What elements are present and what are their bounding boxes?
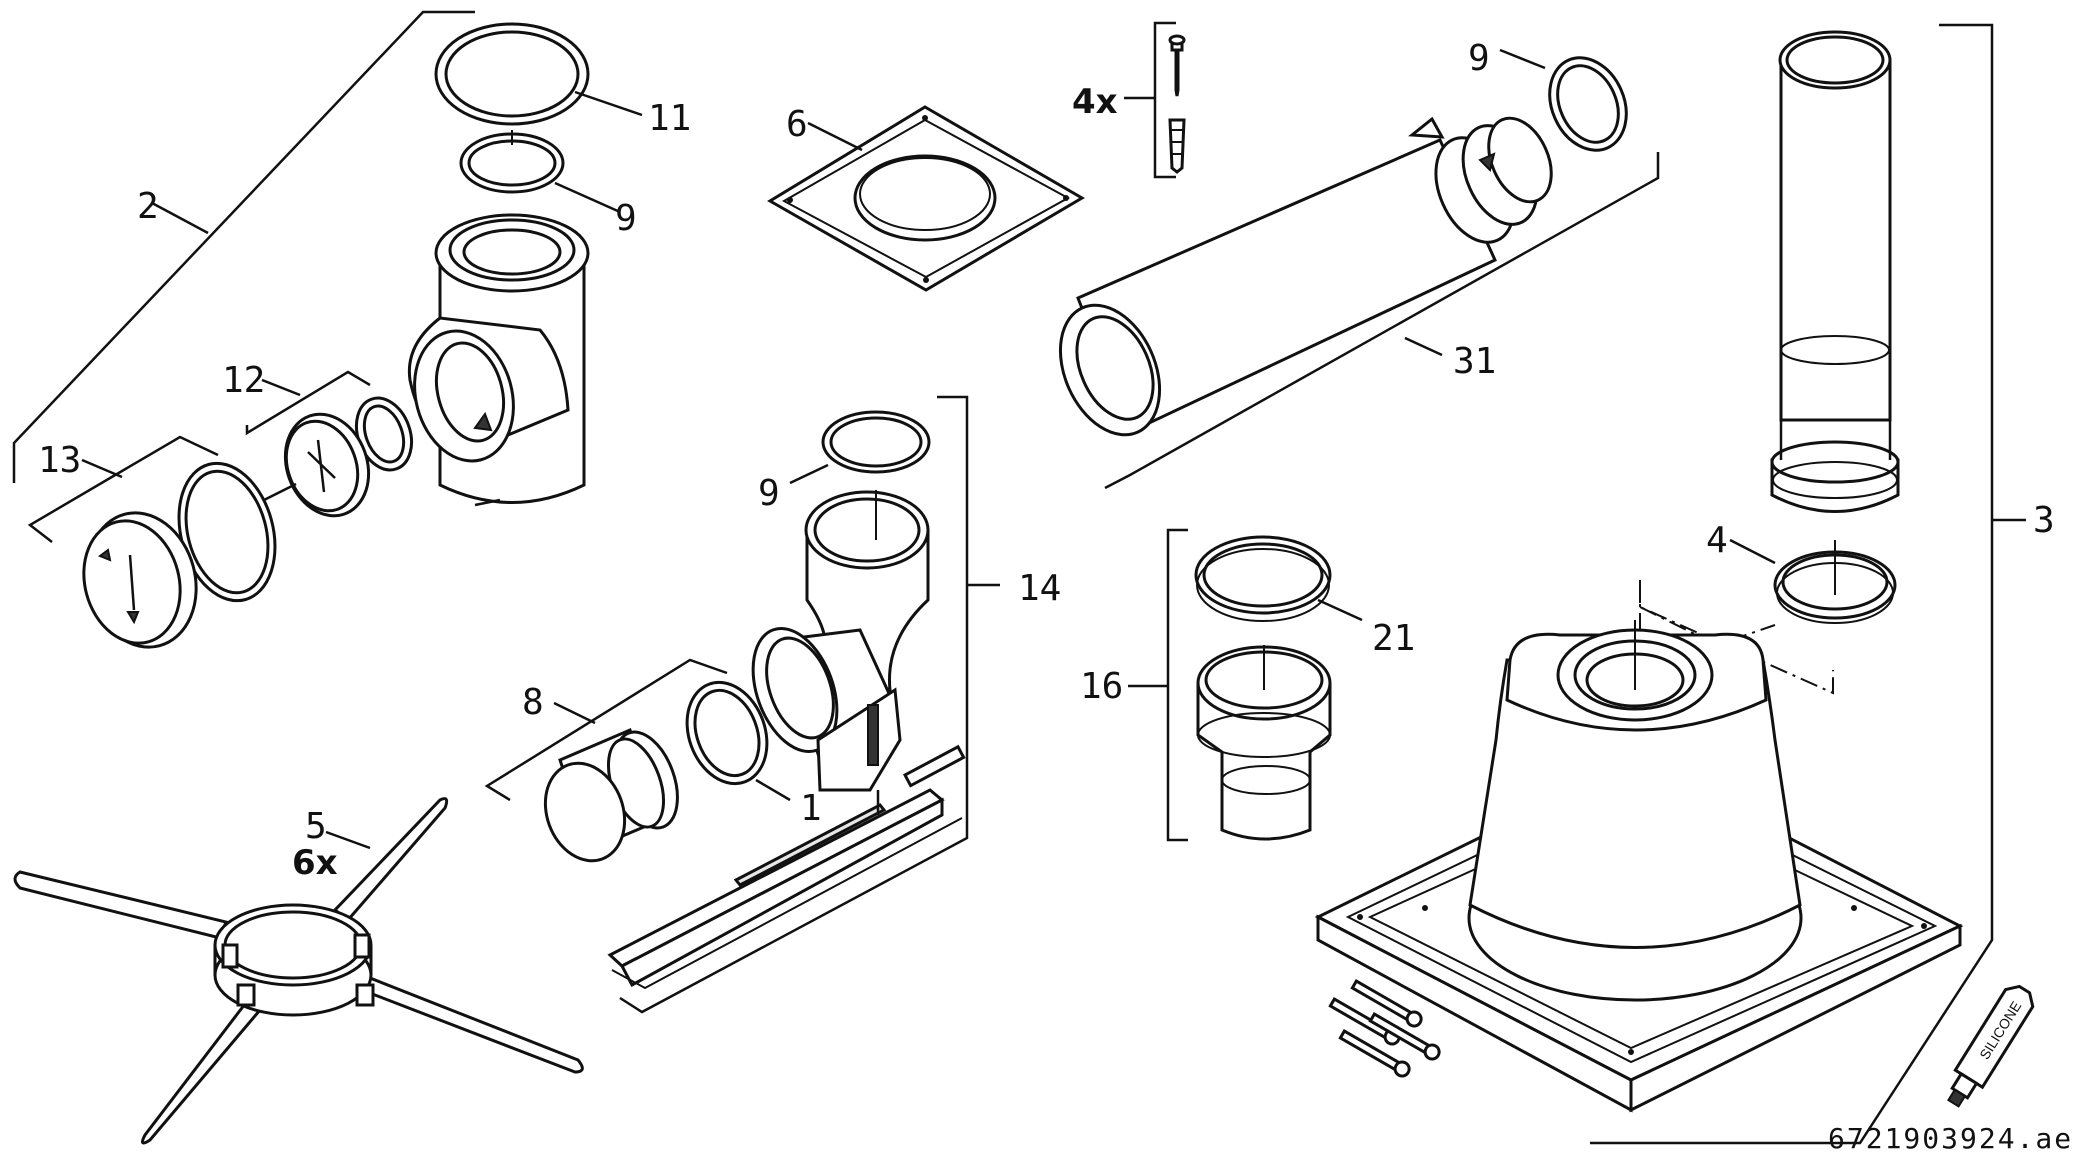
drawing-reference: 6721903924.ae — [1828, 1122, 2073, 1155]
bracket-group-8 — [484, 658, 728, 802]
roof-dome — [1467, 620, 1803, 1002]
label-8: 8 — [522, 682, 544, 723]
label-21: 21 — [1372, 618, 1415, 659]
bracket-group-3 — [1590, 23, 2026, 1145]
silicone-tube: SILICONE — [1947, 984, 2035, 1108]
seal-ring-21 — [1194, 535, 1363, 622]
bracket-group-14 — [619, 395, 1000, 1014]
label-9-right: 9 — [1468, 38, 1490, 79]
mounting-rail — [607, 744, 966, 990]
bracket-group-13 — [27, 435, 219, 543]
label-13: 13 — [38, 440, 81, 481]
label-16: 16 — [1080, 666, 1123, 707]
inspection-cap-12 — [263, 396, 414, 518]
label-3: 3 — [2033, 500, 2055, 541]
label-1: 1 — [800, 788, 822, 829]
seal-ring-9-right — [1499, 48, 1628, 152]
cover-cap-13 — [82, 461, 277, 649]
adapter-16 — [1196, 645, 1332, 841]
seal-ring-11 — [434, 22, 643, 126]
extension-pipe-31 — [1058, 116, 1660, 490]
roof-screws — [1328, 978, 1441, 1078]
elbow-pipe — [751, 490, 930, 792]
plug-8 — [543, 727, 679, 863]
label-9-top: 9 — [615, 198, 637, 239]
bracket-group-12 — [245, 370, 371, 436]
screws-anchors-group — [1124, 21, 1186, 179]
tee-pipe — [407, 213, 590, 507]
label-11: 11 — [648, 98, 691, 139]
label-2: 2 — [137, 186, 159, 227]
label-14: 14 — [1018, 568, 1061, 609]
wall-plate-6 — [767, 105, 1085, 292]
label-9-middle: 9 — [758, 473, 780, 514]
label-31: 31 — [1453, 341, 1496, 382]
qty-screws: 4x — [1072, 82, 1118, 122]
seal-ring-1 — [685, 680, 791, 802]
label-4: 4 — [1706, 520, 1728, 561]
seal-ring-9-middle — [789, 410, 931, 485]
label-5: 5 — [305, 806, 327, 847]
spider-clamp-5 — [13, 797, 584, 1145]
label-12: 12 — [222, 360, 265, 401]
qty-spider: 6x — [292, 843, 338, 883]
seal-ring-9-top — [459, 130, 621, 214]
label-6: 6 — [786, 104, 808, 145]
seal-ring-4 — [1729, 538, 1897, 624]
vertical-pipe — [1770, 30, 1900, 513]
bracket-group-2 — [12, 10, 475, 483]
bracket-group-16 — [1128, 528, 1188, 842]
